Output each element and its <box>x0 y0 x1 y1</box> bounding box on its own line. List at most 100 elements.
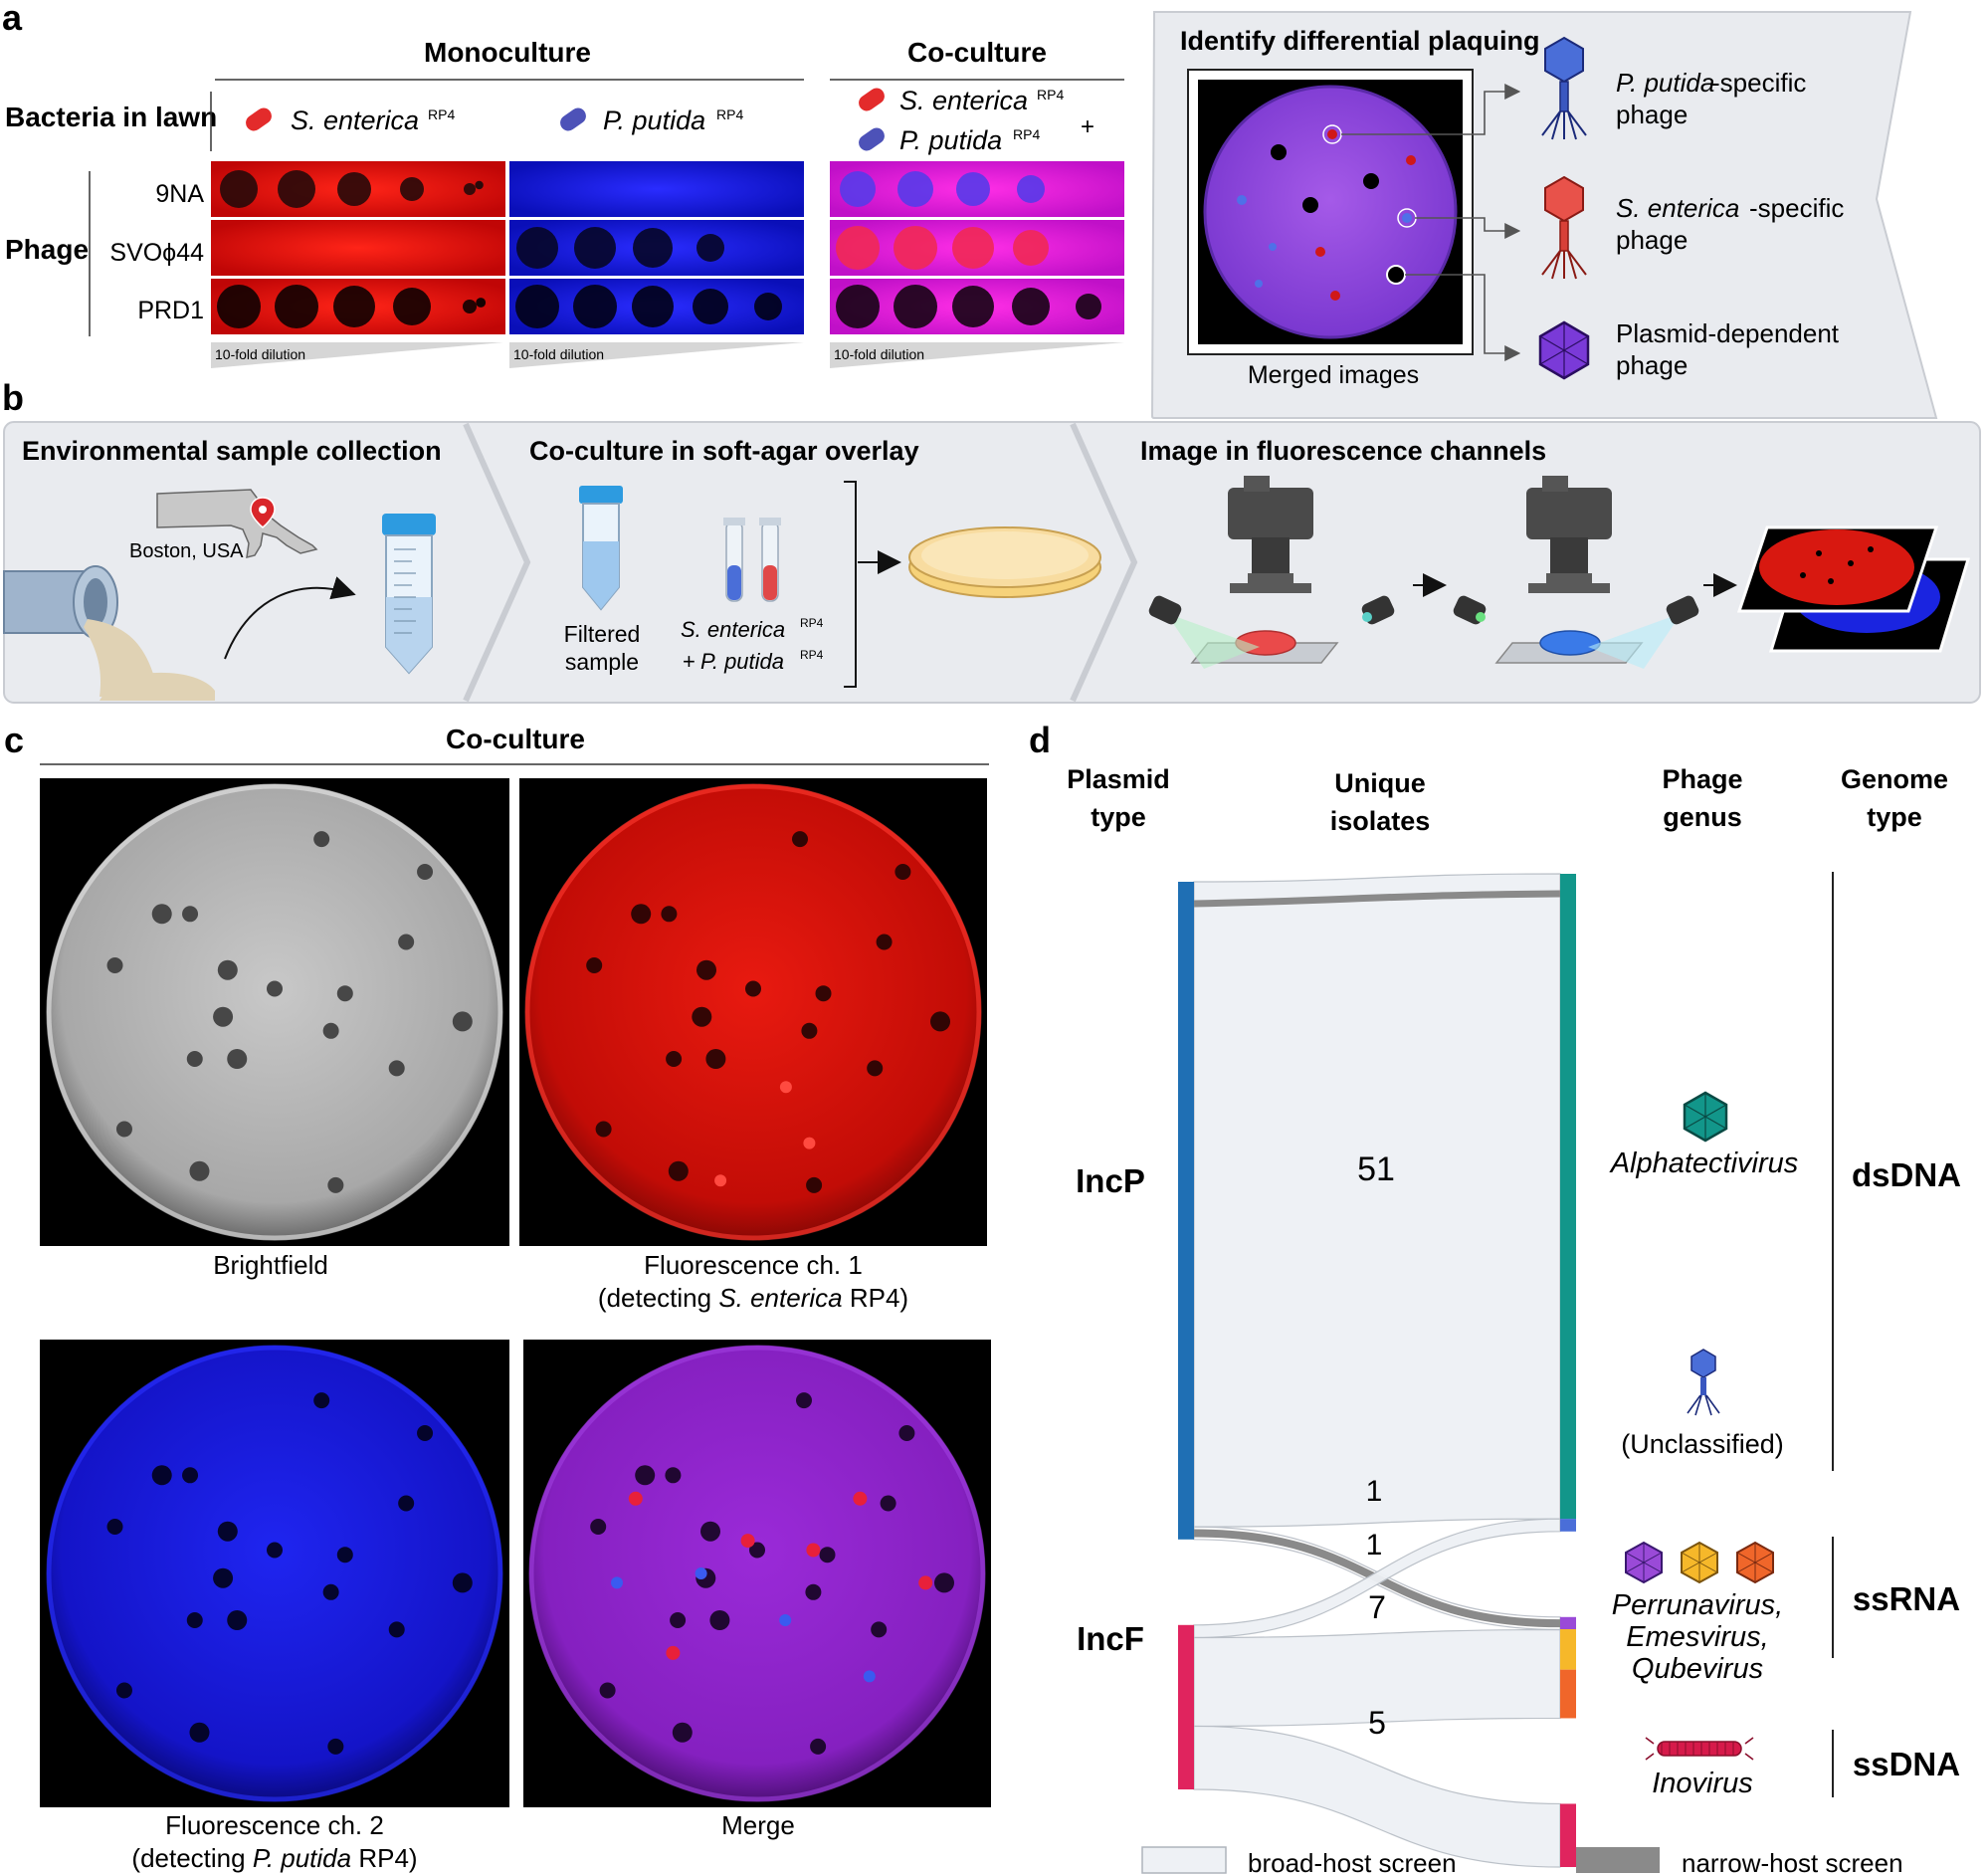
plaque-spot <box>1013 230 1049 266</box>
plaque-assay-grid <box>211 161 1124 334</box>
plate-plaque <box>876 934 893 950</box>
plate-plaque <box>666 1051 683 1067</box>
plate-plaque <box>705 1049 726 1069</box>
plaque-spot <box>897 171 933 207</box>
phage-row-prd1: PRD1 <box>137 297 204 324</box>
plate-plaque <box>801 1022 818 1039</box>
plate-plaque <box>313 1392 330 1409</box>
filtered-label-1: Filtered <box>564 621 641 647</box>
plate-plaque-blue <box>611 1576 623 1589</box>
bact-2-name: P. putida <box>603 105 705 135</box>
col-4-line1: Genome <box>1841 764 1948 794</box>
plate-plaque <box>267 1542 283 1559</box>
plaque-spot <box>632 286 674 327</box>
plate-plaque <box>336 985 353 1002</box>
label-merge: Merge <box>721 1810 795 1840</box>
plaque-spot <box>894 226 937 270</box>
plate-plaque <box>599 1682 616 1699</box>
plate-plaque <box>672 1722 693 1743</box>
plate-plaque-blue <box>779 1614 792 1626</box>
plate-plaque <box>322 1583 339 1600</box>
step-1-title: Environmental sample collection <box>22 436 442 466</box>
plate-plaque <box>590 1519 607 1535</box>
label-fl2-line1: Fluorescence ch. 2 <box>165 1810 384 1840</box>
emesvirus-icon <box>1681 1541 1718 1584</box>
plate-plaque-red <box>853 1491 868 1506</box>
co-bact-1-name: S. enterica <box>899 86 1028 115</box>
leader-plasmid <box>1405 274 1521 361</box>
flow-value-1b: 1 <box>1366 1529 1383 1562</box>
mix-plus: + <box>683 649 696 674</box>
sankey-node-unclassified <box>1560 1519 1576 1532</box>
filtered-label-2: sample <box>565 649 639 675</box>
plate-plaque <box>186 1612 203 1628</box>
legend-2-rest: -specific <box>1749 193 1844 223</box>
merged-images-label: Merged images <box>1248 361 1419 389</box>
co-bact-2-sup: RP4 <box>1013 126 1040 142</box>
plaque-spot <box>464 183 476 195</box>
plate-plaque <box>930 1011 950 1032</box>
bacteria-blue-icon-co <box>859 127 885 151</box>
plaque-well-1-0 <box>509 161 804 217</box>
plaque-spot <box>894 285 937 328</box>
panel-label-a: a <box>2 0 23 38</box>
plate-plaque-blue <box>695 1567 707 1579</box>
col-2-line2: isolates <box>1330 806 1431 836</box>
plate-plaque-bright <box>803 1137 816 1149</box>
row-label-phage: Phage <box>5 234 89 265</box>
dilution-label-2: 10-fold dilution <box>513 346 604 362</box>
plate-plaque <box>227 1049 248 1069</box>
plate-plaque <box>151 1465 172 1486</box>
genome-ssdna: ssDNA <box>1853 1746 1960 1782</box>
plate-plaque <box>327 1176 344 1193</box>
phage-row-9na: 9NA <box>155 180 204 208</box>
chevron-1 <box>463 422 531 703</box>
plate-plaque <box>700 1521 720 1542</box>
flow-value-5: 5 <box>1368 1705 1386 1741</box>
plate-plaque <box>635 1465 656 1486</box>
plate-plaque <box>106 957 123 973</box>
camera-icon-2 <box>1526 476 1612 593</box>
panel-label-d: d <box>1029 720 1051 760</box>
plate-fluorescence-2 <box>40 1340 509 1807</box>
sankey-link-2 <box>1193 1518 1561 1639</box>
legend-broad-swatch <box>1141 1846 1227 1874</box>
plate-plaque <box>417 864 434 880</box>
step-3-title: Image in fluorescence channels <box>1140 436 1546 466</box>
plaque-spot <box>515 285 559 328</box>
light-green-icon-2 <box>1453 595 1487 625</box>
plaque-spot <box>393 288 431 325</box>
plus-sign: + <box>1081 113 1094 140</box>
bact-1-name: S. enterica <box>291 105 419 135</box>
genus-3-line2: Emesvirus, <box>1626 1621 1768 1653</box>
panel-label-c: c <box>4 720 24 760</box>
mix-sup-2: RP4 <box>800 648 824 662</box>
enterica-phage-icon <box>1541 175 1587 280</box>
label-fl1-line2: (detecting S. enterica RP4) <box>598 1283 908 1313</box>
header-monoculture: Monoculture <box>424 37 591 68</box>
plate-plaque-red <box>806 1543 821 1558</box>
sankey-node-ssrna-0 <box>1560 1616 1576 1629</box>
co-bact-2-name: P. putida <box>899 125 1002 155</box>
sankey-node-alphatectivirus <box>1560 874 1576 1520</box>
mix-sup-1: RP4 <box>800 616 824 630</box>
plaque-spot <box>693 289 728 324</box>
plate-plaque <box>388 1060 405 1077</box>
sewage-pipe-icon <box>3 565 215 701</box>
plate-plaque <box>322 1022 339 1039</box>
sankey-node-incp <box>1178 882 1194 1540</box>
plaque-spot <box>400 177 424 201</box>
plate-plaque <box>327 1738 344 1755</box>
plasmid-incp-label: IncP <box>1076 1162 1145 1199</box>
plate-plaque <box>267 980 283 997</box>
plate-plaque-red <box>918 1575 933 1590</box>
plate-plaque <box>819 1547 836 1563</box>
plate-plaque-red <box>740 1534 755 1549</box>
plate-plaque <box>806 1176 823 1193</box>
plate-plaque-bright <box>714 1174 727 1187</box>
bacteria-red-icon <box>246 107 272 131</box>
plaque-spot <box>952 227 994 269</box>
legend-3-line1: Plasmid-dependent <box>1616 318 1840 348</box>
flow-value-1a: 1 <box>1366 1475 1383 1508</box>
plate-plaque <box>934 1572 954 1593</box>
